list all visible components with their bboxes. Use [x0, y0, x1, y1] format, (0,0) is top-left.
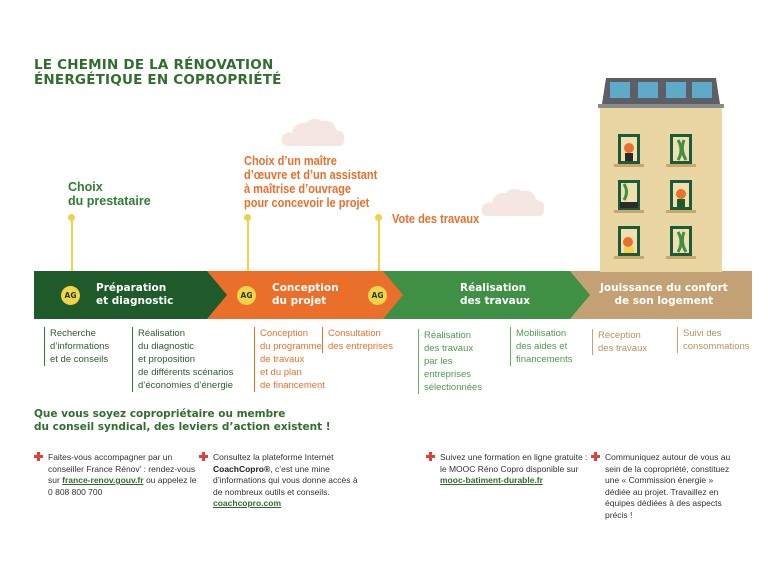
lever-commission-energie: Communiquez autour de vous au sein de la…	[591, 452, 737, 521]
link-coachcopro[interactable]: coachcopro.com	[213, 498, 282, 508]
step-recherche: Recherche d’informations et de conseils	[44, 327, 109, 366]
phase-band-diagnostic	[34, 271, 227, 319]
pin-dot	[68, 214, 75, 221]
cloud-icon	[281, 118, 345, 147]
lever-mooc: Suivez une formation en ligne gratuite :…	[426, 452, 588, 487]
phase-label-jouissance: Jouissance du confort de son logement	[600, 282, 728, 307]
ag-badge: AG	[368, 286, 387, 305]
step-reception: Réception des travaux	[592, 329, 647, 355]
link-france-renov[interactable]: france-renov.gouv.fr	[62, 475, 144, 485]
pin-line	[70, 218, 73, 284]
pin-dot	[244, 214, 251, 221]
cross-icon	[426, 452, 435, 461]
building-illustration	[598, 78, 724, 272]
title-line-2: ÉNERGÉTIQUE EN COPROPRIÉTÉ	[34, 72, 282, 88]
milestone-choix-prestataire: Choix du prestataire	[68, 180, 151, 208]
phase-label-conception: Conception du projet	[272, 282, 339, 307]
cross-icon	[591, 452, 600, 461]
step-suivi: Suivi des consommations	[677, 327, 750, 353]
step-consultation: Consultation des entreprises	[322, 327, 393, 353]
step-mobilisation: Mobilisation des aides et financements	[510, 327, 573, 366]
cross-icon	[34, 452, 43, 461]
step-diagnostic: Réalisation du diagnostic et proposition…	[132, 327, 233, 392]
step-realisation: Réalisation des travaux par les entrepri…	[418, 329, 482, 394]
ag-badge: AG	[61, 286, 80, 305]
lever-france-renov: Faites-vous accompagner par un conseille…	[34, 452, 198, 498]
link-mooc[interactable]: mooc-batiment-durable.fr	[440, 475, 543, 485]
phase-label-preparation: Préparation et diagnostic	[96, 282, 174, 307]
ag-badge: AG	[237, 286, 256, 305]
title-line-1: LE CHEMIN DE LA RÉNOVATION	[34, 57, 274, 73]
pin-line	[377, 218, 380, 284]
pin-dot	[375, 214, 382, 221]
pin-line	[246, 218, 249, 284]
cross-icon	[199, 452, 208, 461]
milestone-vote-travaux: Vote des travaux	[392, 212, 480, 226]
levers-heading: Que vous soyez copropriétaire ou membre …	[34, 408, 331, 433]
phase-label-realisation: Réalisation des travaux	[460, 282, 531, 307]
milestone-choix-maitre-oeuvre: Choix d’un maître d’œuvre et d’un assist…	[244, 154, 378, 210]
lever-coachcopro: Consultez la plateforme Internet CoachCo…	[199, 452, 363, 510]
cloud-icon	[481, 188, 545, 217]
step-programme: Conception du programme de travaux et du…	[254, 327, 325, 392]
